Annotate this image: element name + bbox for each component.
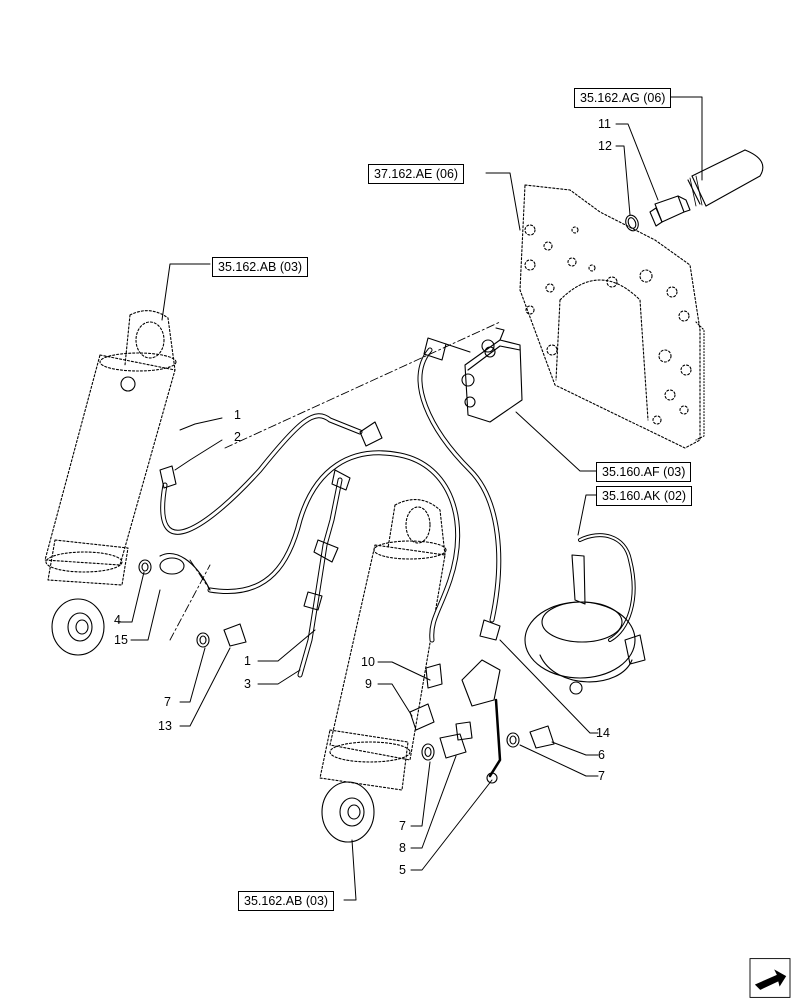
ref-box-35-160-af-03[interactable]: 35.160.AF (03) bbox=[596, 462, 692, 482]
hoses-drawing bbox=[159, 337, 502, 678]
callout-14: 14 bbox=[596, 726, 610, 740]
callout-11: 11 bbox=[598, 117, 611, 131]
accumulator-drawing bbox=[524, 533, 646, 695]
callout-7-left: 7 bbox=[164, 695, 171, 709]
callout-1-lower: 1 bbox=[244, 654, 251, 668]
reference-lines-drawing bbox=[169, 321, 501, 641]
valve-block-drawing bbox=[461, 327, 523, 423]
callout-8: 8 bbox=[399, 841, 406, 855]
fittings-drawing bbox=[138, 559, 555, 784]
pipe-coupling-drawing bbox=[625, 149, 764, 232]
ref-box-35-162-ag-06[interactable]: 35.162.AG (06) bbox=[574, 88, 672, 108]
callout-6: 6 bbox=[598, 748, 605, 762]
center-cylinder-eye-drawing bbox=[321, 781, 375, 843]
callout-3: 3 bbox=[244, 677, 251, 691]
leader-lines-drawing bbox=[117, 96, 703, 901]
callout-1-upper: 1 bbox=[234, 408, 241, 422]
ref-box-37-162-ae-06[interactable]: 37.162.AE (06) bbox=[368, 164, 465, 184]
callout-5: 5 bbox=[399, 863, 406, 877]
ref-box-35-160-ak-02[interactable]: 35.160.AK (02) bbox=[596, 486, 693, 506]
mounting-plate-drawing bbox=[519, 184, 705, 449]
callout-12: 12 bbox=[598, 139, 612, 153]
callout-7-bottom: 7 bbox=[399, 819, 406, 833]
ref-box-35-162-ab-03-top[interactable]: 35.162.AB (03) bbox=[212, 257, 309, 277]
ref-box-35-162-ab-03-bottom[interactable]: 35.162.AB (03) bbox=[238, 891, 335, 911]
callout-10: 10 bbox=[361, 655, 375, 669]
callout-15: 15 bbox=[114, 633, 128, 647]
left-cylinder-drawing bbox=[44, 310, 177, 586]
callout-9: 9 bbox=[365, 677, 372, 691]
next-page-arrow-icon[interactable] bbox=[736, 958, 804, 998]
center-cylinder-drawing bbox=[319, 499, 447, 791]
callout-4: 4 bbox=[114, 613, 121, 627]
callout-2: 2 bbox=[234, 430, 241, 444]
callout-7-right: 7 bbox=[598, 769, 605, 783]
callout-13: 13 bbox=[158, 719, 172, 733]
left-cylinder-eye-drawing bbox=[51, 376, 136, 656]
